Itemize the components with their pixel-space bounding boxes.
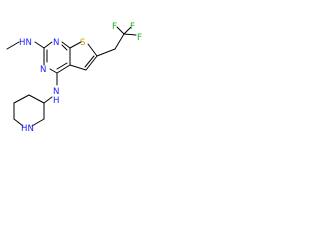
bond-n1-c7a — [61, 41, 71, 49]
atom-label-f-top-left: F — [112, 22, 117, 32]
atom-label-n-top: N — [53, 38, 59, 48]
bond-cf3-f-right — [123, 33, 137, 36]
atom-label-f-right: F — [137, 33, 142, 43]
bond-ch2-cf3 — [114, 33, 125, 50]
bond-pip-2 — [31, 118, 45, 127]
atom-label-h-amine: H — [53, 96, 59, 106]
bond-n1-c7a-double — [61, 44, 68, 51]
bond-pip-6 — [28, 94, 45, 104]
bond-nh-pip — [43, 96, 53, 104]
bond-c7a-s — [69, 41, 82, 49]
bond-c6-c5 — [85, 55, 98, 71]
bond-c4a-c4 — [56, 64, 71, 74]
bond-pip-5 — [13, 94, 30, 104]
bond-cf3-f-left — [116, 26, 125, 35]
bond-cf3-f-top — [123, 26, 132, 35]
bond-s-c6 — [87, 43, 98, 57]
bond-c4-n3 — [49, 68, 58, 74]
structure-svg: HN N N S F F F N H HN — [6, 22, 142, 134]
atom-label-n-left: N — [40, 65, 46, 75]
bond-nh-c2 — [34, 41, 45, 49]
atom-label-hn-methylamino: HN — [19, 38, 32, 48]
atom-label-n-amine: N — [53, 87, 59, 97]
bond-c5-c4a — [69, 64, 87, 71]
atom-label-s: S — [80, 38, 85, 48]
bond-c6-ch2 — [96, 48, 116, 57]
bond-methyl-nh — [6, 41, 20, 50]
bond-c6-c5-double — [84, 55, 95, 68]
bond-c2-n1 — [43, 41, 53, 49]
atom-label-hn-piperidine: HN — [21, 124, 34, 134]
bond-c4a-c4-double — [56, 62, 68, 70]
atom-label-f-top-right: F — [130, 22, 135, 32]
bond-pip-3 — [13, 118, 24, 127]
molecule-diagram: HN N N S F F F N H HN — [0, 0, 152, 152]
